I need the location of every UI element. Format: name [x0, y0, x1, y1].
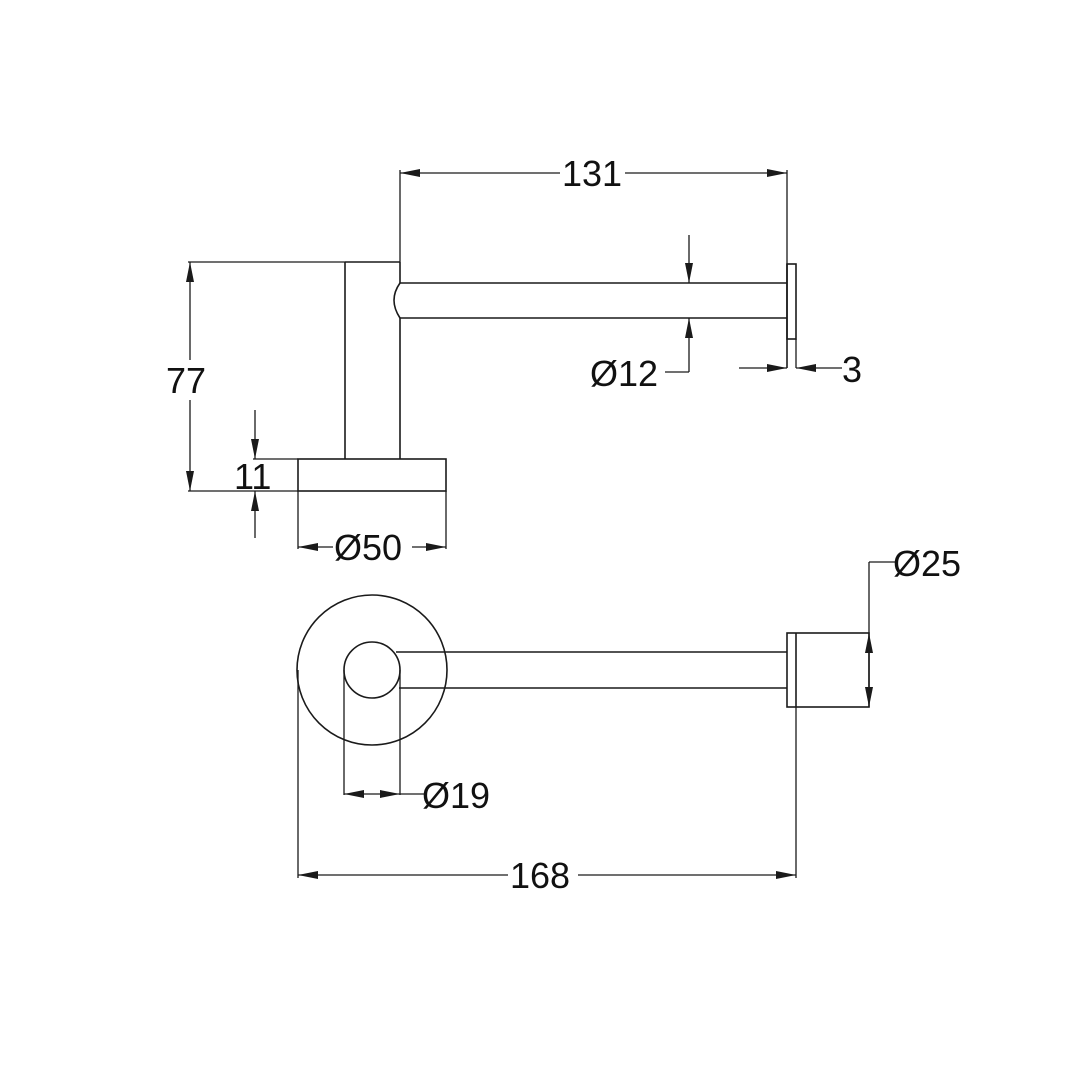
- side-view: 131 77 11 Ø50: [166, 153, 862, 568]
- arm-top-outline: [396, 651, 787, 689]
- dim-label-end-cap-diameter: Ø25: [893, 543, 961, 584]
- dim-label-base-diameter: Ø50: [334, 527, 402, 568]
- dimension-arm-diameter: Ø12: [590, 235, 693, 394]
- dim-label-77: 77: [166, 360, 206, 401]
- dimension-end-cap-diameter: Ø25: [865, 543, 961, 707]
- dim-label-131: 131: [562, 153, 622, 194]
- post-circle: [343, 641, 401, 699]
- dimension-overall-length: 168: [297, 670, 797, 896]
- dim-label-arm-diameter: Ø12: [590, 353, 658, 394]
- dim-label-post-diameter: Ø19: [422, 775, 490, 816]
- dim-label-11: 11: [234, 456, 271, 497]
- post-outline: [344, 261, 401, 459]
- base-plate-outline: [297, 458, 447, 492]
- arm-outline: [400, 282, 787, 319]
- dimension-end-cap-thickness: 3: [739, 339, 862, 390]
- dim-label-168: 168: [510, 855, 570, 896]
- dimension-base-thickness: 11: [234, 410, 298, 538]
- dim-label-3: 3: [842, 349, 862, 390]
- dimension-base-diameter: Ø50: [297, 491, 447, 568]
- end-cap-outline: [786, 263, 797, 368]
- base-circle: [296, 594, 448, 746]
- end-cap-top-outline: [786, 632, 870, 708]
- top-view: Ø19 Ø25 168: [296, 543, 961, 896]
- dimension-height: 77: [166, 261, 345, 492]
- dimension-arm-length: 131: [399, 153, 788, 264]
- dimension-post-diameter: Ø19: [343, 670, 490, 816]
